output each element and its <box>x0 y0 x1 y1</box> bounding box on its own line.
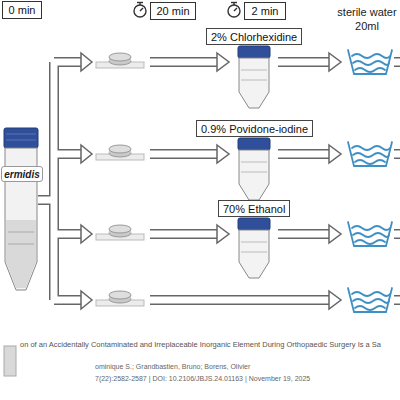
node-text: 70% Ethanol <box>223 203 285 215</box>
tube-label: ermidis <box>1 166 43 182</box>
flow-arrow <box>150 53 341 309</box>
node-text: 2 min <box>252 5 279 17</box>
citation-authors: ominique S.; Grandbastien, Bruno; Borens… <box>95 362 395 372</box>
water-label: sterile water 20ml <box>334 5 400 33</box>
antiseptic-tube <box>238 218 270 278</box>
node-text: 0 min <box>9 4 36 16</box>
node-text: 20 min <box>156 5 189 17</box>
antiseptic-tube <box>238 46 270 108</box>
node-text: ermidis <box>4 169 40 180</box>
slide-with-disc <box>96 53 144 68</box>
water-bowl <box>348 288 392 312</box>
source-tube <box>4 128 38 290</box>
stopwatch-icon <box>134 3 146 18</box>
journal-logo <box>4 346 16 376</box>
water-bowl <box>348 222 392 246</box>
antiseptic-label: 0.9% Povidone-iodine <box>196 120 313 137</box>
slide-with-disc <box>96 145 144 160</box>
antiseptic-tube <box>238 138 270 200</box>
flow-arrow <box>394 62 400 300</box>
water-bowl <box>348 142 392 166</box>
branch-arrow <box>38 53 92 309</box>
node-text: 2% Chlorhexidine <box>211 31 297 43</box>
slide-with-disc <box>96 225 144 240</box>
citation-title: on of an Accidentally Contaminated and I… <box>20 340 398 350</box>
node-text: 0.9% Povidone-iodine <box>201 123 308 135</box>
time-box: 20 min <box>150 2 196 20</box>
antiseptic-label: 70% Ethanol <box>218 200 290 217</box>
citation-reference: 7(22):2582-2587 | DOI: 10.2106/JBJS.24.0… <box>95 374 395 384</box>
time-box: 2 min <box>244 2 286 20</box>
slide-with-disc <box>96 291 144 306</box>
stopwatch-icon <box>228 3 240 18</box>
water-bowl <box>348 50 392 74</box>
time-box: 0 min <box>2 1 42 19</box>
antiseptic-label: 2% Chlorhexidine <box>206 28 302 45</box>
